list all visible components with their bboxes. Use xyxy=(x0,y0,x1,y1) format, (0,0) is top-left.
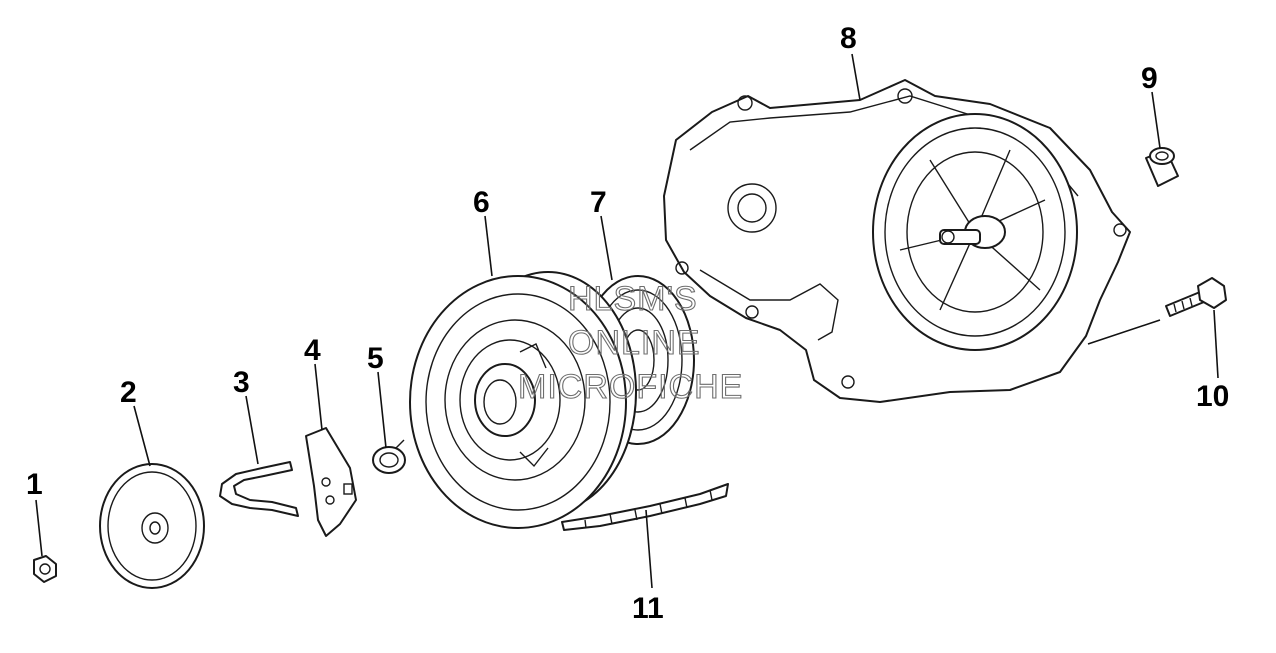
callout-1: 1 xyxy=(26,468,43,501)
nut xyxy=(33,555,57,583)
callout-5: 5 xyxy=(367,342,384,375)
leader-1 xyxy=(35,499,43,557)
callout-9: 9 xyxy=(1141,62,1158,95)
leader-4 xyxy=(314,363,323,431)
leader-housing-bolt xyxy=(1087,319,1161,345)
leader-10 xyxy=(1213,309,1219,379)
starter-pulley xyxy=(409,271,637,529)
callout-3: 3 xyxy=(233,366,250,399)
bushing xyxy=(1145,147,1179,187)
callout-10: 10 xyxy=(1196,380,1229,413)
starter-housing xyxy=(663,79,1131,403)
bolt xyxy=(1165,277,1227,317)
callout-8: 8 xyxy=(840,22,857,55)
leader-lines xyxy=(35,53,1219,589)
leader-6 xyxy=(484,215,493,277)
pawl-spring xyxy=(372,439,406,474)
leader-2 xyxy=(133,405,151,467)
callout-numbers: 1 2 3 4 5 6 7 8 9 10 11 xyxy=(26,22,1229,625)
callout-2: 2 xyxy=(120,376,137,409)
cover-plate xyxy=(99,463,205,589)
callout-11: 11 xyxy=(632,592,664,625)
starter-rope xyxy=(561,483,729,531)
leader-8 xyxy=(851,53,861,101)
leader-7 xyxy=(600,215,613,281)
leader-9 xyxy=(1151,91,1161,149)
watermark-line-3: MICROFICHE xyxy=(518,368,743,406)
watermark: HLSM'S ONLINE MICROFICHE xyxy=(517,279,743,406)
callout-4: 4 xyxy=(304,334,321,367)
callout-6: 6 xyxy=(473,186,490,219)
watermark-line-1: HLSM'S xyxy=(568,280,698,318)
spring-clip xyxy=(219,461,299,517)
leader-3 xyxy=(245,395,259,465)
leader-5 xyxy=(377,371,387,449)
pawl xyxy=(305,427,357,537)
callout-7: 7 xyxy=(590,186,607,219)
leader-11 xyxy=(645,509,653,589)
watermark-line-2: ONLINE xyxy=(568,324,701,362)
